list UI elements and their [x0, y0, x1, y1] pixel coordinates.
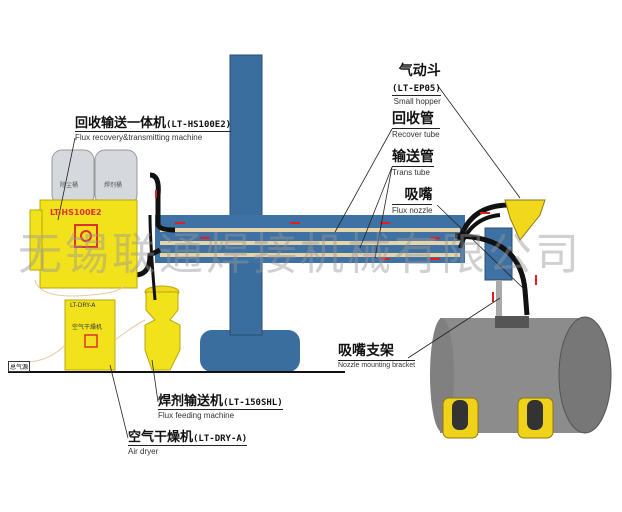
machine-plate: LT-HS100E2 [50, 208, 102, 217]
label-cn: 焊剂输送机 [158, 394, 224, 409]
label-en: Flux feeding machine [158, 409, 283, 420]
label-en: Flux recovery&transmitting machine [75, 131, 232, 142]
dryer-plate: LT-DRY-A [70, 302, 96, 309]
label-trans-tube: 输送管 Trans tube [392, 146, 434, 177]
label-en: Nozzle mounting bracket [338, 360, 416, 369]
label-bracket: 吸嘴支架 Nozzle mounting bracket [338, 340, 416, 369]
label-dryer: 空气干燥机(LT-DRY-A) Air dryer [128, 426, 248, 456]
label-model: (LT-EP05) [392, 84, 441, 94]
label-cn: 气动斗 [398, 63, 441, 79]
label-en: Trans tube [392, 166, 434, 177]
label-model: (LT-DRY-A) [193, 434, 248, 444]
label-hopper: 气动斗 (LT-EP05) Small hopper [392, 60, 441, 106]
small-hopper [504, 199, 546, 241]
column [229, 54, 263, 336]
leader-lines [57, 85, 526, 439]
label-nozzle: 吸嘴 Flux nozzle [392, 184, 433, 215]
label-recover-tube: 回收管 Recover tube [392, 108, 440, 139]
pipe-end [558, 316, 612, 434]
label-en: Small hopper [392, 95, 441, 106]
column-base [200, 330, 300, 372]
label-model: (LT-150SHL) [223, 398, 283, 408]
label-cn: 空气干燥机 [128, 430, 194, 445]
tank-left-label: 除尘桶 [60, 182, 79, 189]
label-cn: 吸嘴支架 [338, 343, 394, 359]
flow-arrows [155, 190, 537, 302]
watermark: 无锡联通焊接机械有限公司 [18, 229, 582, 280]
tank-left [51, 149, 95, 206]
tank-right [94, 149, 138, 206]
tank-right-label: 焊剂桶 [104, 182, 123, 189]
label-en: Recover tube [392, 128, 440, 139]
label-feeder: 焊剂输送机(LT-150SHL) Flux feeding machine [158, 390, 283, 420]
label-cn: 回收管 [392, 111, 434, 127]
label-model: (LT-HS100E2) [166, 120, 232, 130]
label-cn: 回收输送一体机 [75, 116, 167, 131]
air-source-label: 总气源 [8, 361, 31, 372]
label-recovery-machine: 回收输送一体机(LT-HS100E2) Flux recovery&transm… [75, 112, 232, 142]
label-en: Air dryer [128, 445, 248, 456]
feeder-body [144, 291, 181, 371]
nozzle-post [496, 280, 502, 320]
dryer-title: 空气干燥机 [72, 324, 103, 331]
label-en: Flux nozzle [392, 204, 433, 215]
label-cn: 吸嘴 [404, 187, 433, 203]
label-cn: 输送管 [392, 149, 434, 165]
